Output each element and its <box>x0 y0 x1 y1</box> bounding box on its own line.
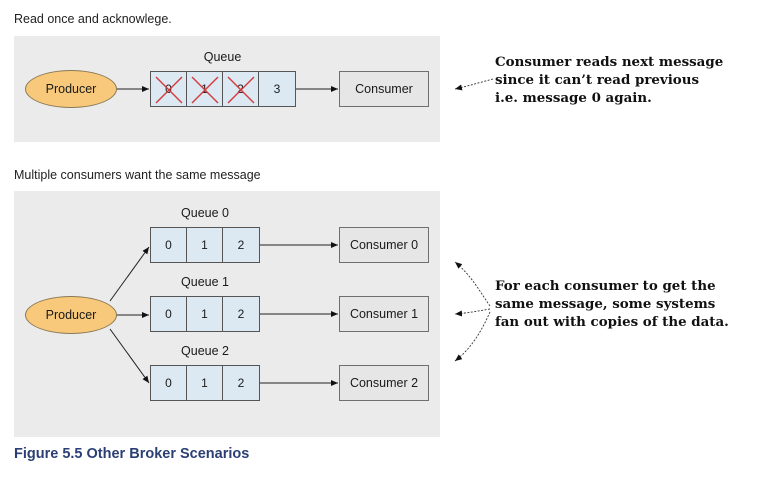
consumed-cross-icon <box>191 76 219 104</box>
queue-cell: 2 <box>223 228 259 262</box>
note-line: same message, some systems <box>495 296 716 312</box>
queue-2: 0 1 2 <box>150 365 260 401</box>
queue-0: 0 1 2 <box>150 227 260 263</box>
arrow-producer-to-queue-0 <box>109 246 150 302</box>
queue-cell-1: 1 <box>187 72 223 106</box>
arrow-producer-to-queue-2 <box>109 328 150 384</box>
queue-1: 0 1 2 <box>150 296 260 332</box>
note-line: fan out with copies of the data. <box>495 314 729 330</box>
consumer-node: Consumer <box>339 71 429 107</box>
note-pointer-fan-out-middle <box>454 308 491 317</box>
note-fan-out: For each consumer to get the same messag… <box>495 277 729 331</box>
queue-cell-2: 2 <box>223 72 259 106</box>
queue-cell: 1 <box>187 297 223 331</box>
note-pointer-fan-out-bottom <box>454 311 491 362</box>
figure-caption: Figure 5.5 Other Broker Scenarios <box>14 446 250 462</box>
queue-cell: 0 <box>151 228 187 262</box>
consumer-node-1: Consumer 1 <box>339 296 429 332</box>
consumer-label: Consumer 0 <box>349 238 419 252</box>
queue-cell: 0 <box>151 297 187 331</box>
consumer-node-0: Consumer 0 <box>339 227 429 263</box>
queue-title-1: Queue 1 <box>181 275 229 289</box>
consumer-label: Consumer 1 <box>349 307 419 321</box>
note-line: Consumer reads next message <box>495 54 724 70</box>
producer-node: Producer <box>25 70 117 108</box>
queue-cell-3: 3 <box>259 72 295 106</box>
section-label-read-once: Read once and acknowlege. <box>14 12 172 26</box>
note-pointer-fan-out-top <box>454 261 491 307</box>
consumer-node-2: Consumer 2 <box>339 365 429 401</box>
queue-cell: 1 <box>187 366 223 400</box>
queue-cell: 0 <box>151 366 187 400</box>
consumer-label: Consumer <box>355 82 413 96</box>
producer-label: Producer <box>45 82 97 96</box>
queue-title: Queue <box>203 50 242 64</box>
note-pointer-read-once <box>454 78 494 91</box>
queue-title-0: Queue 0 <box>181 206 229 220</box>
note-read-once: Consumer reads next message since it can… <box>495 53 723 107</box>
queue-cell: 2 <box>223 366 259 400</box>
queue-cell-0: 0 <box>151 72 187 106</box>
cell-value: 3 <box>273 82 281 96</box>
queue-cell: 2 <box>223 297 259 331</box>
message-queue: 0 1 2 3 <box>150 71 296 107</box>
note-line: since it can’t read previous <box>495 72 699 88</box>
queue-title-2: Queue 2 <box>181 344 229 358</box>
producer-label: Producer <box>45 308 97 322</box>
note-line: For each consumer to get the <box>495 278 716 294</box>
consumed-cross-icon <box>155 76 183 104</box>
section-label-fan-out: Multiple consumers want the same message <box>14 168 261 182</box>
consumer-label: Consumer 2 <box>349 376 419 390</box>
producer-node: Producer <box>25 296 117 334</box>
note-line: i.e. message 0 again. <box>495 90 652 106</box>
queue-cell: 1 <box>187 228 223 262</box>
consumed-cross-icon <box>227 76 255 104</box>
